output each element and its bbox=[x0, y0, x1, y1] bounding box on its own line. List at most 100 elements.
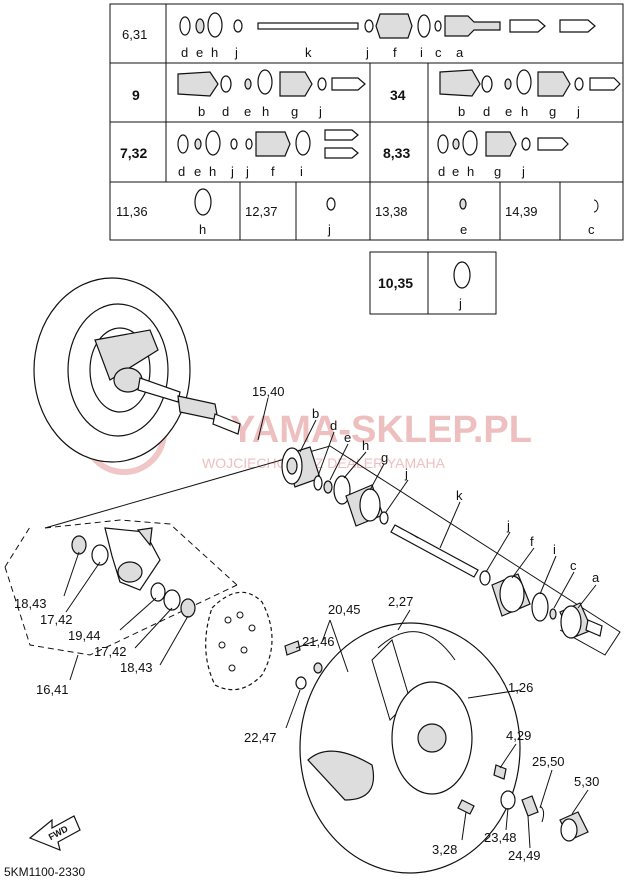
row3r-letter-j: j bbox=[521, 164, 525, 179]
cap-5-30 bbox=[559, 811, 589, 842]
callout-j1: j bbox=[404, 466, 408, 481]
row2-letter-b: b bbox=[198, 104, 205, 119]
callout-b: b bbox=[312, 406, 319, 421]
row2r-letter-g: g bbox=[549, 104, 556, 119]
callout-f: f bbox=[530, 534, 534, 549]
row3-letter-j: j bbox=[230, 164, 234, 179]
reference-table: 6,31 d e h j k j f i c a 9 bbox=[109, 3, 624, 241]
row2-left-letters: b d e h g j bbox=[198, 104, 322, 119]
callout-3-28: 3,28 bbox=[432, 842, 457, 857]
callout-25-50: 25,50 bbox=[532, 754, 565, 769]
row2r-letter-j: j bbox=[576, 104, 580, 119]
part-code: 5KM1100-2330 bbox=[4, 865, 85, 879]
row2-right-parts-icons bbox=[439, 69, 621, 97]
row1-letter-h: h bbox=[211, 45, 218, 60]
callout-d: d bbox=[330, 418, 337, 433]
callout-17-42-a: 17,42 bbox=[40, 612, 73, 627]
callout-20-45: 20,45 bbox=[328, 602, 361, 617]
row2r-letter-e: e bbox=[505, 104, 512, 119]
exploded-dashed-frame bbox=[4, 445, 621, 656]
row3-letter-j2: j bbox=[245, 164, 249, 179]
callout-17-42-b: 17,42 bbox=[94, 644, 127, 659]
callout-4-29: 4,29 bbox=[506, 728, 531, 743]
row4-letter-c: c bbox=[588, 222, 595, 237]
band-i bbox=[531, 592, 549, 622]
circlip-d bbox=[313, 475, 323, 491]
row1-letter-c: c bbox=[435, 45, 442, 60]
callout-a: a bbox=[592, 570, 600, 585]
row3r-letter-e: e bbox=[452, 164, 459, 179]
row3-letter-d: d bbox=[178, 164, 185, 179]
extra-letter-j: j bbox=[458, 296, 462, 311]
row2-left-parts-icons bbox=[177, 69, 366, 97]
valve-3-28 bbox=[457, 799, 475, 815]
bearing-17-42 bbox=[91, 544, 109, 566]
circlip-19-44 bbox=[150, 582, 166, 602]
row2-letter-d: d bbox=[222, 104, 229, 119]
table-group-14-39: 14,39 bbox=[505, 204, 538, 219]
row3r-letter-d: d bbox=[438, 164, 445, 179]
row2r-letter-b: b bbox=[458, 104, 465, 119]
boot-g bbox=[345, 484, 384, 527]
row1-letter-a: a bbox=[456, 45, 464, 60]
row1-letters: d e h j k j f i c a bbox=[181, 45, 464, 60]
callout-18-43-a: 18,43 bbox=[14, 596, 47, 611]
row4-letter-h: h bbox=[199, 222, 206, 237]
row3r-letter-h: h bbox=[467, 164, 474, 179]
row3-left-parts-icons bbox=[177, 129, 359, 159]
table-group-34: 34 bbox=[390, 87, 406, 103]
upper-wheel-assembly bbox=[33, 277, 241, 463]
row3-letter-e: e bbox=[194, 164, 201, 179]
leader-lines bbox=[63, 397, 597, 849]
row1-letter-i: i bbox=[420, 45, 423, 60]
row3-letter-i: i bbox=[300, 164, 303, 179]
row1-letter-d: d bbox=[181, 45, 188, 60]
row2-right-letters: b d e h g j bbox=[458, 104, 580, 119]
steering-knuckle bbox=[104, 527, 161, 591]
callout-21-46: 21,46 bbox=[302, 634, 335, 649]
oil-seal-18-43 bbox=[71, 535, 87, 555]
table-group-7-32: 7,32 bbox=[120, 145, 147, 161]
fwd-arrow-icon: FWD bbox=[28, 815, 81, 851]
row1-letter-f: f bbox=[393, 45, 397, 60]
boot-f bbox=[491, 573, 531, 617]
row4-letter-j: j bbox=[327, 222, 331, 237]
row3-left-letters: d e h j j f i bbox=[178, 164, 303, 179]
brake-disc bbox=[205, 591, 273, 691]
drive-shaft-k bbox=[390, 524, 479, 578]
table-group-6-31: 6,31 bbox=[122, 27, 147, 42]
callout-1-26: 1,26 bbox=[508, 680, 533, 695]
callout-2-27: 2,27 bbox=[388, 594, 413, 609]
row3-right-parts-icons bbox=[437, 130, 569, 157]
row2-letter-j: j bbox=[318, 104, 322, 119]
bearing-17-42-b bbox=[163, 589, 181, 611]
callout-5-30: 5,30 bbox=[574, 774, 599, 789]
circlip-icon bbox=[593, 199, 599, 213]
row2r-letter-d: d bbox=[483, 104, 490, 119]
callout-c: c bbox=[570, 558, 577, 573]
row1-parts-icons bbox=[179, 12, 596, 39]
row1-letter-e: e bbox=[196, 45, 203, 60]
clamp-band-icon bbox=[194, 188, 212, 216]
callout-15-40: 15,40 bbox=[252, 384, 285, 399]
nut-4-29 bbox=[493, 764, 507, 780]
band-j1 bbox=[379, 511, 389, 525]
cv-joint-inner bbox=[281, 446, 321, 488]
stud-20-45 bbox=[313, 662, 323, 674]
cv-joint-outer-a bbox=[559, 602, 603, 639]
oil-seal-18-43-b bbox=[180, 598, 196, 618]
callout-labels: 15,40 b d e h g j k j f i c a 18,43 17,4… bbox=[14, 384, 600, 863]
callout-18-43-b: 18,43 bbox=[120, 660, 153, 675]
row2-letter-g: g bbox=[291, 104, 298, 119]
callout-22-47: 22,47 bbox=[244, 730, 277, 745]
band-j2 bbox=[479, 570, 491, 586]
table-group-10-35: 10,35 bbox=[378, 275, 413, 291]
ring-icon bbox=[459, 198, 467, 210]
row2r-letter-h: h bbox=[521, 104, 528, 119]
washer-23-48 bbox=[500, 790, 516, 810]
callout-19-44: 19,44 bbox=[68, 628, 101, 643]
axle-nut-24-49 bbox=[521, 795, 539, 817]
watermark-subtitle: WOJCIECHOWICZ DEALER YAMAHA bbox=[202, 455, 446, 471]
cotter-pin-25-50 bbox=[539, 805, 545, 823]
callout-h: h bbox=[362, 438, 369, 453]
